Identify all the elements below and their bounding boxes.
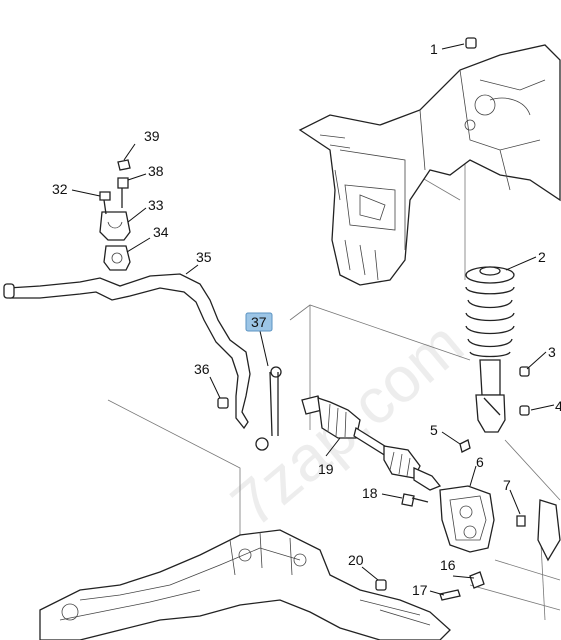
nut-part-20 [375, 579, 387, 591]
leader-lines [71, 43, 555, 596]
callout-36: 36 [194, 361, 210, 377]
nut-part-1 [465, 37, 477, 49]
bushing-part-34 [103, 245, 131, 271]
strut-assembly-part-2 [465, 266, 515, 433]
callout-20: 20 [348, 552, 364, 568]
bracket-part-33 [99, 211, 131, 241]
brake-caliper-part-6 [439, 485, 495, 553]
drive-axle-part-19 [301, 395, 442, 491]
callout-17: 17 [412, 582, 428, 598]
callout-34: 34 [153, 224, 169, 240]
callout-16: 16 [440, 557, 456, 573]
stabilizer-link-part-37 [255, 366, 282, 451]
callout-39: 39 [144, 128, 160, 144]
callout-19: 19 [318, 461, 334, 477]
body-structure [298, 44, 561, 286]
callout-5: 5 [430, 422, 438, 438]
callout-3: 3 [548, 344, 556, 360]
callout-2: 2 [538, 249, 546, 265]
callout-4: 4 [555, 398, 561, 414]
callout-32: 32 [52, 181, 68, 197]
callout-37-highlight [245, 312, 273, 332]
callout-37: 37 [251, 314, 267, 330]
callout-33: 33 [148, 197, 164, 213]
callout-1: 1 [430, 41, 438, 57]
knuckle-partial [537, 499, 561, 562]
callout-38: 38 [148, 163, 164, 179]
callout-35: 35 [196, 249, 212, 265]
fasteners-right [459, 366, 530, 527]
callout-18: 18 [362, 485, 378, 501]
nut-part-36 [217, 397, 229, 409]
callout-labels: 1 2 3 4 5 6 7 16 17 18 19 20 32 33 34 35… [52, 41, 561, 598]
subframe [39, 529, 451, 640]
callout-6: 6 [476, 454, 484, 470]
callout-7: 7 [503, 477, 511, 493]
fasteners-lower [401, 493, 485, 601]
stabilizer-bar-part-35 [3, 273, 251, 430]
fasteners-left [99, 159, 131, 215]
